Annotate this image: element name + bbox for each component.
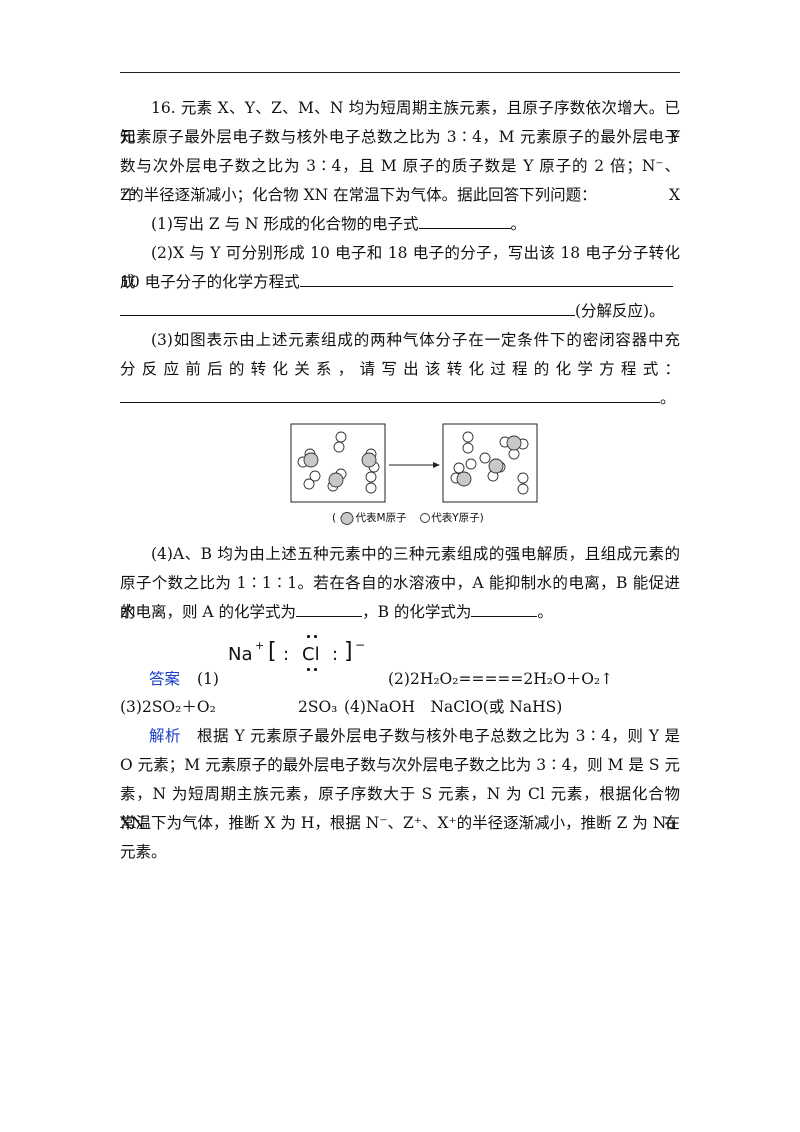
analysis-label: 解析 [149,727,182,745]
lewis-na: Na [228,644,253,665]
q16-line3: 数与次外层电子数之比为 3∶4，且 M 原子的质子数是 Y 原子的 2 倍；N⁻… [120,157,680,204]
y-atom [465,458,477,470]
y-atom [453,462,465,474]
part3-end: 。 [660,389,676,407]
lewis-dot [314,635,317,638]
y-atom [333,441,345,453]
part4-line1: (4)A、B 均为由上述五种元素中的三种元素组成的强电解质，且组成元素的 [151,545,680,563]
y-atom [335,431,347,443]
answer-part1: (1) [197,670,219,688]
lewis-dot [314,668,317,671]
part2-line3: (分解反应)。 [120,297,680,326]
m-atom [456,471,472,487]
part4-text-b: ，B 的化学式为 [362,603,472,621]
part1-end: 。 [510,215,527,233]
m-atom [488,458,504,474]
part4-text-a: 的电离，则 A 的化学式为 [120,603,297,621]
lewis-structure: Na + [ : Cl : ] − [228,634,378,674]
y-atom [365,482,377,494]
part2-line2: 10 电子分子的化学方程式 [120,268,680,297]
answer-part3-product: 2SO₃ [298,698,338,716]
arrow-head [433,462,440,468]
y-atom [365,471,377,483]
m-atom [328,472,344,488]
q16-line2: 元素原子最外层电子数与核外电子总数之比为 3∶4，M 元素原子的最外层电子 [120,128,680,146]
analysis-line4: 常温下为气体，推断 X 为 H，根据 N⁻、Z⁺、X⁺的半径逐渐减小，推断 Z … [120,814,676,861]
part4-blank-b [471,599,538,617]
answer-row2: (3)2SO₂＋O₂ 2SO₃ (4)NaOH NaClO(或 NaHS) [120,692,680,726]
part3-line1: (3)如图表示由上述元素组成的两种气体分子在一定条件下的密闭容器中充 [151,331,680,349]
lewis-cl: Cl [302,644,320,665]
y-atom [517,472,529,484]
answer-part3-reactants: (3)2SO₂＋O₂ [120,698,216,716]
y-atom [303,478,315,490]
legend-y-text: 代表Y原子) [431,512,484,524]
m-atom [303,452,319,468]
m-atom-legend-icon [341,511,354,525]
y-atom [309,470,321,482]
lewis-colon-left: : [283,644,290,665]
part2-blank-b [120,298,575,316]
m-atom [361,452,377,468]
analysis-line1: 解析 根据 Y 元素原子最外层电子数与核外电子总数之比为 3∶4，则 Y 是 [120,722,680,751]
answer-label: 答案 [149,670,181,688]
answer-part2: (2)2H₂O₂=====2H₂O＋O₂↑ [388,670,614,688]
part2-blank-a [299,269,673,287]
lewis-dot [307,668,310,671]
analysis-line1-text: 根据 Y 元素原子最外层电子数与核外电子总数之比为 3∶4，则 Y 是 [197,727,680,745]
part1: (1)写出 Z 与 N 形成的化合物的电子式 。 [120,210,680,239]
answer-part4: (4)NaOH NaClO(或 NaHS) [344,698,563,716]
part2-end: (分解反应)。 [575,302,665,320]
legend-m-text: 代表M原子 [355,512,407,524]
y-atom [462,442,474,454]
lewis-left-bracket: [ [268,639,277,664]
part1-text: (1)写出 Z 与 N 形成的化合物的电子式 [151,215,419,233]
top-rule [120,72,680,73]
part4-text-c: 。 [537,603,553,621]
lewis-plus: + [255,639,265,652]
after-container [442,423,538,503]
y-atom-legend-icon [420,513,431,523]
legend-paren: ( [332,512,337,524]
part4-line2: 原子个数之比为 1∶1∶1。若在各自的水溶液中，A 能抑制水的电离，B 能促进水 [120,574,680,621]
y-atom [508,448,520,460]
q16-line1: 16. 元素 X、Y、Z、M、N 均为短周期主族元素，且原子序数依次增大。已知 … [120,99,680,146]
lewis-colon-right: : [332,644,339,665]
part3-line3: 。 [120,384,680,413]
m-atom [506,435,522,451]
part4-blank-a [296,599,363,617]
part2-line1: (2)X 与 Y 可分别形成 10 电子和 18 电子的分子，写出该 18 电子… [120,244,680,291]
y-atom [479,452,491,464]
y-atom [462,431,474,443]
part3-line2: 分反应前后的转化关系，请写出该转化过程的化学方程式： [120,360,680,378]
lewis-minus: − [355,638,366,652]
q16-line4: ⁺的半径逐渐减小；化合物 XN 在常温下为气体。据此回答下列问题： [120,186,597,204]
part2-line2-text: 10 电子分子的化学方程式 [120,273,300,291]
part1-blank [418,211,511,229]
answer-row1: 答案 (1) (2)2H₂O₂=====2H₂O＋O₂↑ [120,664,680,698]
analysis-line3: 素，N 为短周期主族元素，原子序数大于 S 元素，N 为 Cl 元素，根据化合物… [120,785,680,832]
analysis-line2: O 元素；M 元素原子的最外层电子数与次外层电子数之比为 3∶4，则 M 是 S… [120,756,680,774]
lewis-dot [307,635,310,638]
part4-line3: 的电离，则 A 的化学式为 ，B 的化学式为 。 [120,598,680,627]
y-atom [517,483,529,495]
lewis-right-bracket: ] [344,639,353,664]
before-container [290,423,386,503]
figure-legend: ( 代表M原子 代表Y原子) [332,510,484,525]
reaction-figure [290,423,538,503]
part3-blank [120,385,660,403]
